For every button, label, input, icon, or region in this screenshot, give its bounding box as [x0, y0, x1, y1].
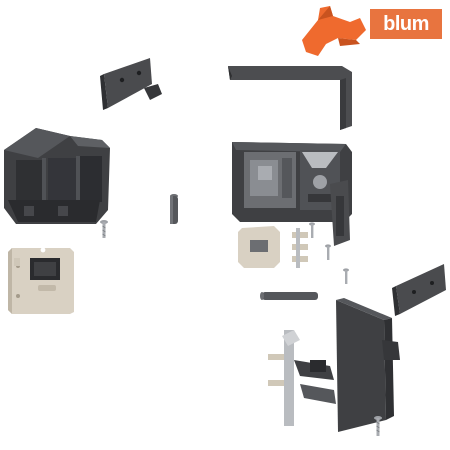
- screw-icon: [325, 244, 331, 260]
- mounting-plate-center: [238, 226, 308, 268]
- top-profile-rail: [228, 66, 352, 130]
- hinge-mechanism: [268, 330, 336, 426]
- screw-icon: [374, 416, 382, 436]
- pin-icon: [170, 194, 178, 224]
- brand-logo-text: blum: [383, 13, 429, 35]
- mounting-tool-icon: [302, 6, 366, 56]
- mounting-plate-left: [8, 247, 74, 314]
- side-bracket-right: [392, 264, 446, 316]
- screw-icon: [309, 222, 315, 238]
- upper-bracket-left: [100, 58, 162, 110]
- right-mechanism-housing: [232, 142, 352, 246]
- screw-icon: [343, 268, 349, 284]
- bottom-vertical-plate: [336, 298, 400, 432]
- screw-icon: [100, 220, 108, 238]
- pin-icon: [260, 292, 318, 300]
- left-housing: [4, 128, 110, 224]
- brand-logo: blum: [370, 9, 442, 39]
